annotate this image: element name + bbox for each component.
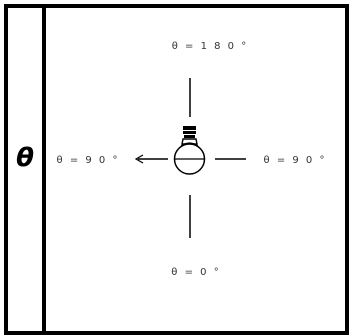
label-left: θ = 9 0 °: [57, 155, 120, 166]
light-bulb-icon: [173, 126, 206, 175]
label-right: θ = 9 0 °: [264, 155, 327, 166]
diagram-frame: θ: [4, 4, 349, 335]
label-bottom: θ = 0 °: [171, 267, 220, 278]
label-top: θ = 1 8 0 °: [172, 41, 248, 52]
column-divider: [42, 8, 46, 331]
theta-symbol: θ: [16, 143, 34, 173]
arrow-left: [134, 154, 168, 164]
